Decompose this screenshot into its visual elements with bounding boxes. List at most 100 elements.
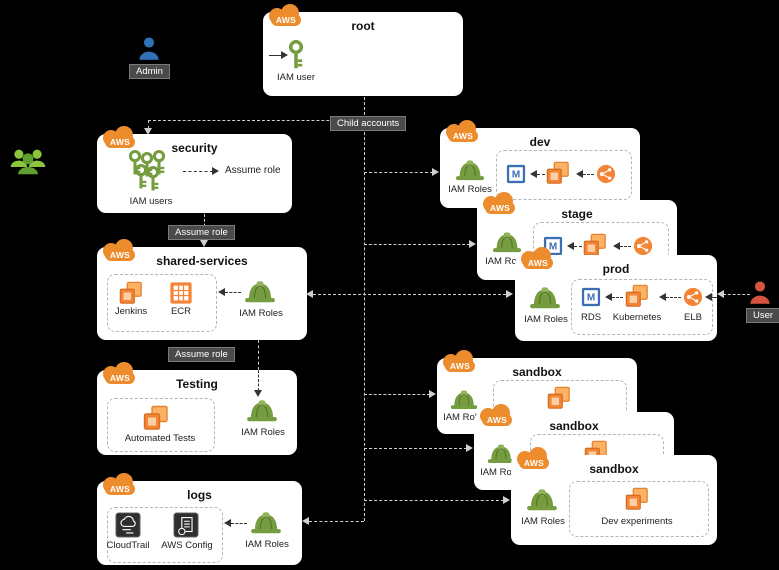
edge-trunk-sandbox2 bbox=[364, 448, 467, 449]
arrowhead bbox=[432, 168, 439, 176]
account-box-testing: AWS Testing Automated Tests IAM Roles bbox=[97, 370, 297, 455]
aws-badge-icon: AWS bbox=[101, 238, 139, 262]
kubernetes-label: Kubernetes bbox=[612, 312, 662, 323]
arrowhead bbox=[302, 517, 309, 525]
arrowhead bbox=[212, 167, 219, 175]
edge-user-prod bbox=[723, 294, 750, 295]
edge-trunk-logs bbox=[309, 521, 364, 522]
iam-roles-helmet-icon bbox=[243, 279, 277, 305]
account-box-security: AWS security IAM users Assume role bbox=[97, 134, 292, 213]
iam-roles-helmet-icon bbox=[454, 158, 486, 183]
services-group bbox=[496, 150, 632, 200]
arrowhead bbox=[281, 51, 288, 59]
edge-trunk-dev bbox=[364, 172, 433, 173]
aws-badge-icon: AWS bbox=[444, 119, 482, 143]
account-title-stage: stage bbox=[561, 207, 593, 221]
account-title-security: security bbox=[171, 141, 218, 155]
edge-trunk-security bbox=[148, 120, 364, 121]
iam-roles-helmet-icon bbox=[249, 510, 283, 536]
aws-config-icon bbox=[173, 512, 199, 538]
arrowhead bbox=[200, 240, 208, 247]
account-title-sandbox-2: sandbox bbox=[549, 419, 599, 433]
account-title-sandbox-1: sandbox bbox=[512, 365, 562, 379]
rds-label: RDS bbox=[580, 312, 602, 323]
aws-badge-icon: AWS bbox=[515, 446, 553, 470]
connector-line bbox=[574, 246, 582, 247]
connector-line bbox=[231, 523, 247, 524]
iam-roles-label: IAM Roles bbox=[448, 184, 492, 195]
iam-roles-helmet-icon bbox=[245, 398, 279, 424]
iam-user-label: IAM user bbox=[276, 72, 315, 83]
edge-trunk-stage bbox=[364, 244, 470, 245]
iam-roles-label: IAM Roles bbox=[480, 467, 524, 478]
aws-badge-icon: AWS bbox=[478, 403, 516, 427]
arrowhead bbox=[705, 293, 712, 301]
aws-badge-icon: AWS bbox=[441, 349, 479, 373]
aws-badge-icon: AWS bbox=[519, 246, 557, 270]
user-label: User bbox=[746, 308, 779, 323]
edge-trunk-sandbox1 bbox=[364, 394, 430, 395]
account-box-prod: AWS prod IAM Roles RDS Kubernetes ELB bbox=[515, 255, 717, 341]
edge-trunk-sandbox3 bbox=[364, 500, 504, 501]
iam-roles-label: IAM Roles bbox=[485, 256, 529, 267]
account-title-logs: logs bbox=[187, 488, 212, 502]
aws-badge-icon: AWS bbox=[267, 3, 305, 27]
aws-badge-icon: AWS bbox=[101, 361, 139, 385]
iam-user-key-icon bbox=[287, 40, 305, 70]
jenkins-icon bbox=[119, 281, 143, 305]
aws-badge-icon: AWS bbox=[101, 125, 139, 149]
arrowhead bbox=[576, 170, 583, 178]
arrowhead bbox=[429, 390, 436, 398]
admin-label: Admin bbox=[129, 64, 170, 79]
elb-icon bbox=[633, 236, 653, 256]
services-group bbox=[107, 398, 215, 452]
services-group bbox=[107, 507, 223, 563]
dev-experiments-icon bbox=[547, 386, 571, 410]
services-group bbox=[107, 274, 217, 332]
aws-badge-icon: AWS bbox=[101, 472, 139, 496]
kubernetes-icon bbox=[625, 284, 649, 308]
connector-line bbox=[183, 171, 213, 172]
account-title-dev: dev bbox=[529, 135, 551, 149]
account-title-shared-services: shared-services bbox=[156, 254, 248, 268]
iam-roles-label: IAM Roles bbox=[443, 412, 487, 423]
connector-line bbox=[269, 55, 282, 56]
arrowhead bbox=[613, 242, 620, 250]
cloudtrail-label: CloudTrail bbox=[106, 540, 150, 551]
arrowhead bbox=[506, 290, 513, 298]
cloudtrail-icon bbox=[115, 512, 141, 538]
arrowhead bbox=[717, 290, 724, 298]
connector-line bbox=[537, 174, 545, 175]
arrowhead bbox=[605, 293, 612, 301]
elb-label: ELB bbox=[684, 312, 702, 323]
arrowhead bbox=[218, 288, 225, 296]
user-person-icon bbox=[749, 280, 771, 304]
arrowhead bbox=[224, 519, 231, 527]
iam-roles-label: IAM Roles bbox=[245, 539, 289, 550]
arrowhead bbox=[306, 290, 313, 298]
account-box-dev: AWS dev IAM Roles bbox=[440, 128, 640, 208]
iam-roles-label: IAM Roles bbox=[239, 308, 283, 319]
iam-users-group-icon bbox=[8, 146, 48, 177]
deployments-icon bbox=[546, 161, 570, 185]
account-box-logs: AWS logs CloudTrail AWS Config IAM Roles bbox=[97, 481, 302, 565]
services-group bbox=[571, 279, 713, 335]
assume-role-edge-label-1: Assume role bbox=[168, 225, 235, 240]
account-box-root: AWS root IAM user bbox=[263, 12, 463, 96]
arrowhead bbox=[144, 128, 152, 135]
iam-roles-label: IAM Roles bbox=[241, 427, 285, 438]
rds-icon bbox=[506, 164, 526, 184]
admin-person-icon bbox=[138, 36, 160, 60]
assume-role-edge-label-2: Assume role bbox=[168, 347, 235, 362]
ecr-label: ECR bbox=[170, 306, 192, 317]
connector-line bbox=[148, 120, 149, 129]
connector-line bbox=[583, 174, 594, 175]
connector-line bbox=[620, 246, 631, 247]
connector-line bbox=[712, 297, 717, 298]
automated-tests-label: Automated Tests bbox=[124, 433, 196, 444]
elb-icon bbox=[596, 164, 616, 184]
connector-line bbox=[258, 370, 259, 391]
iam-roles-helmet-icon bbox=[449, 388, 479, 412]
dev-experiments-icon bbox=[625, 487, 649, 511]
